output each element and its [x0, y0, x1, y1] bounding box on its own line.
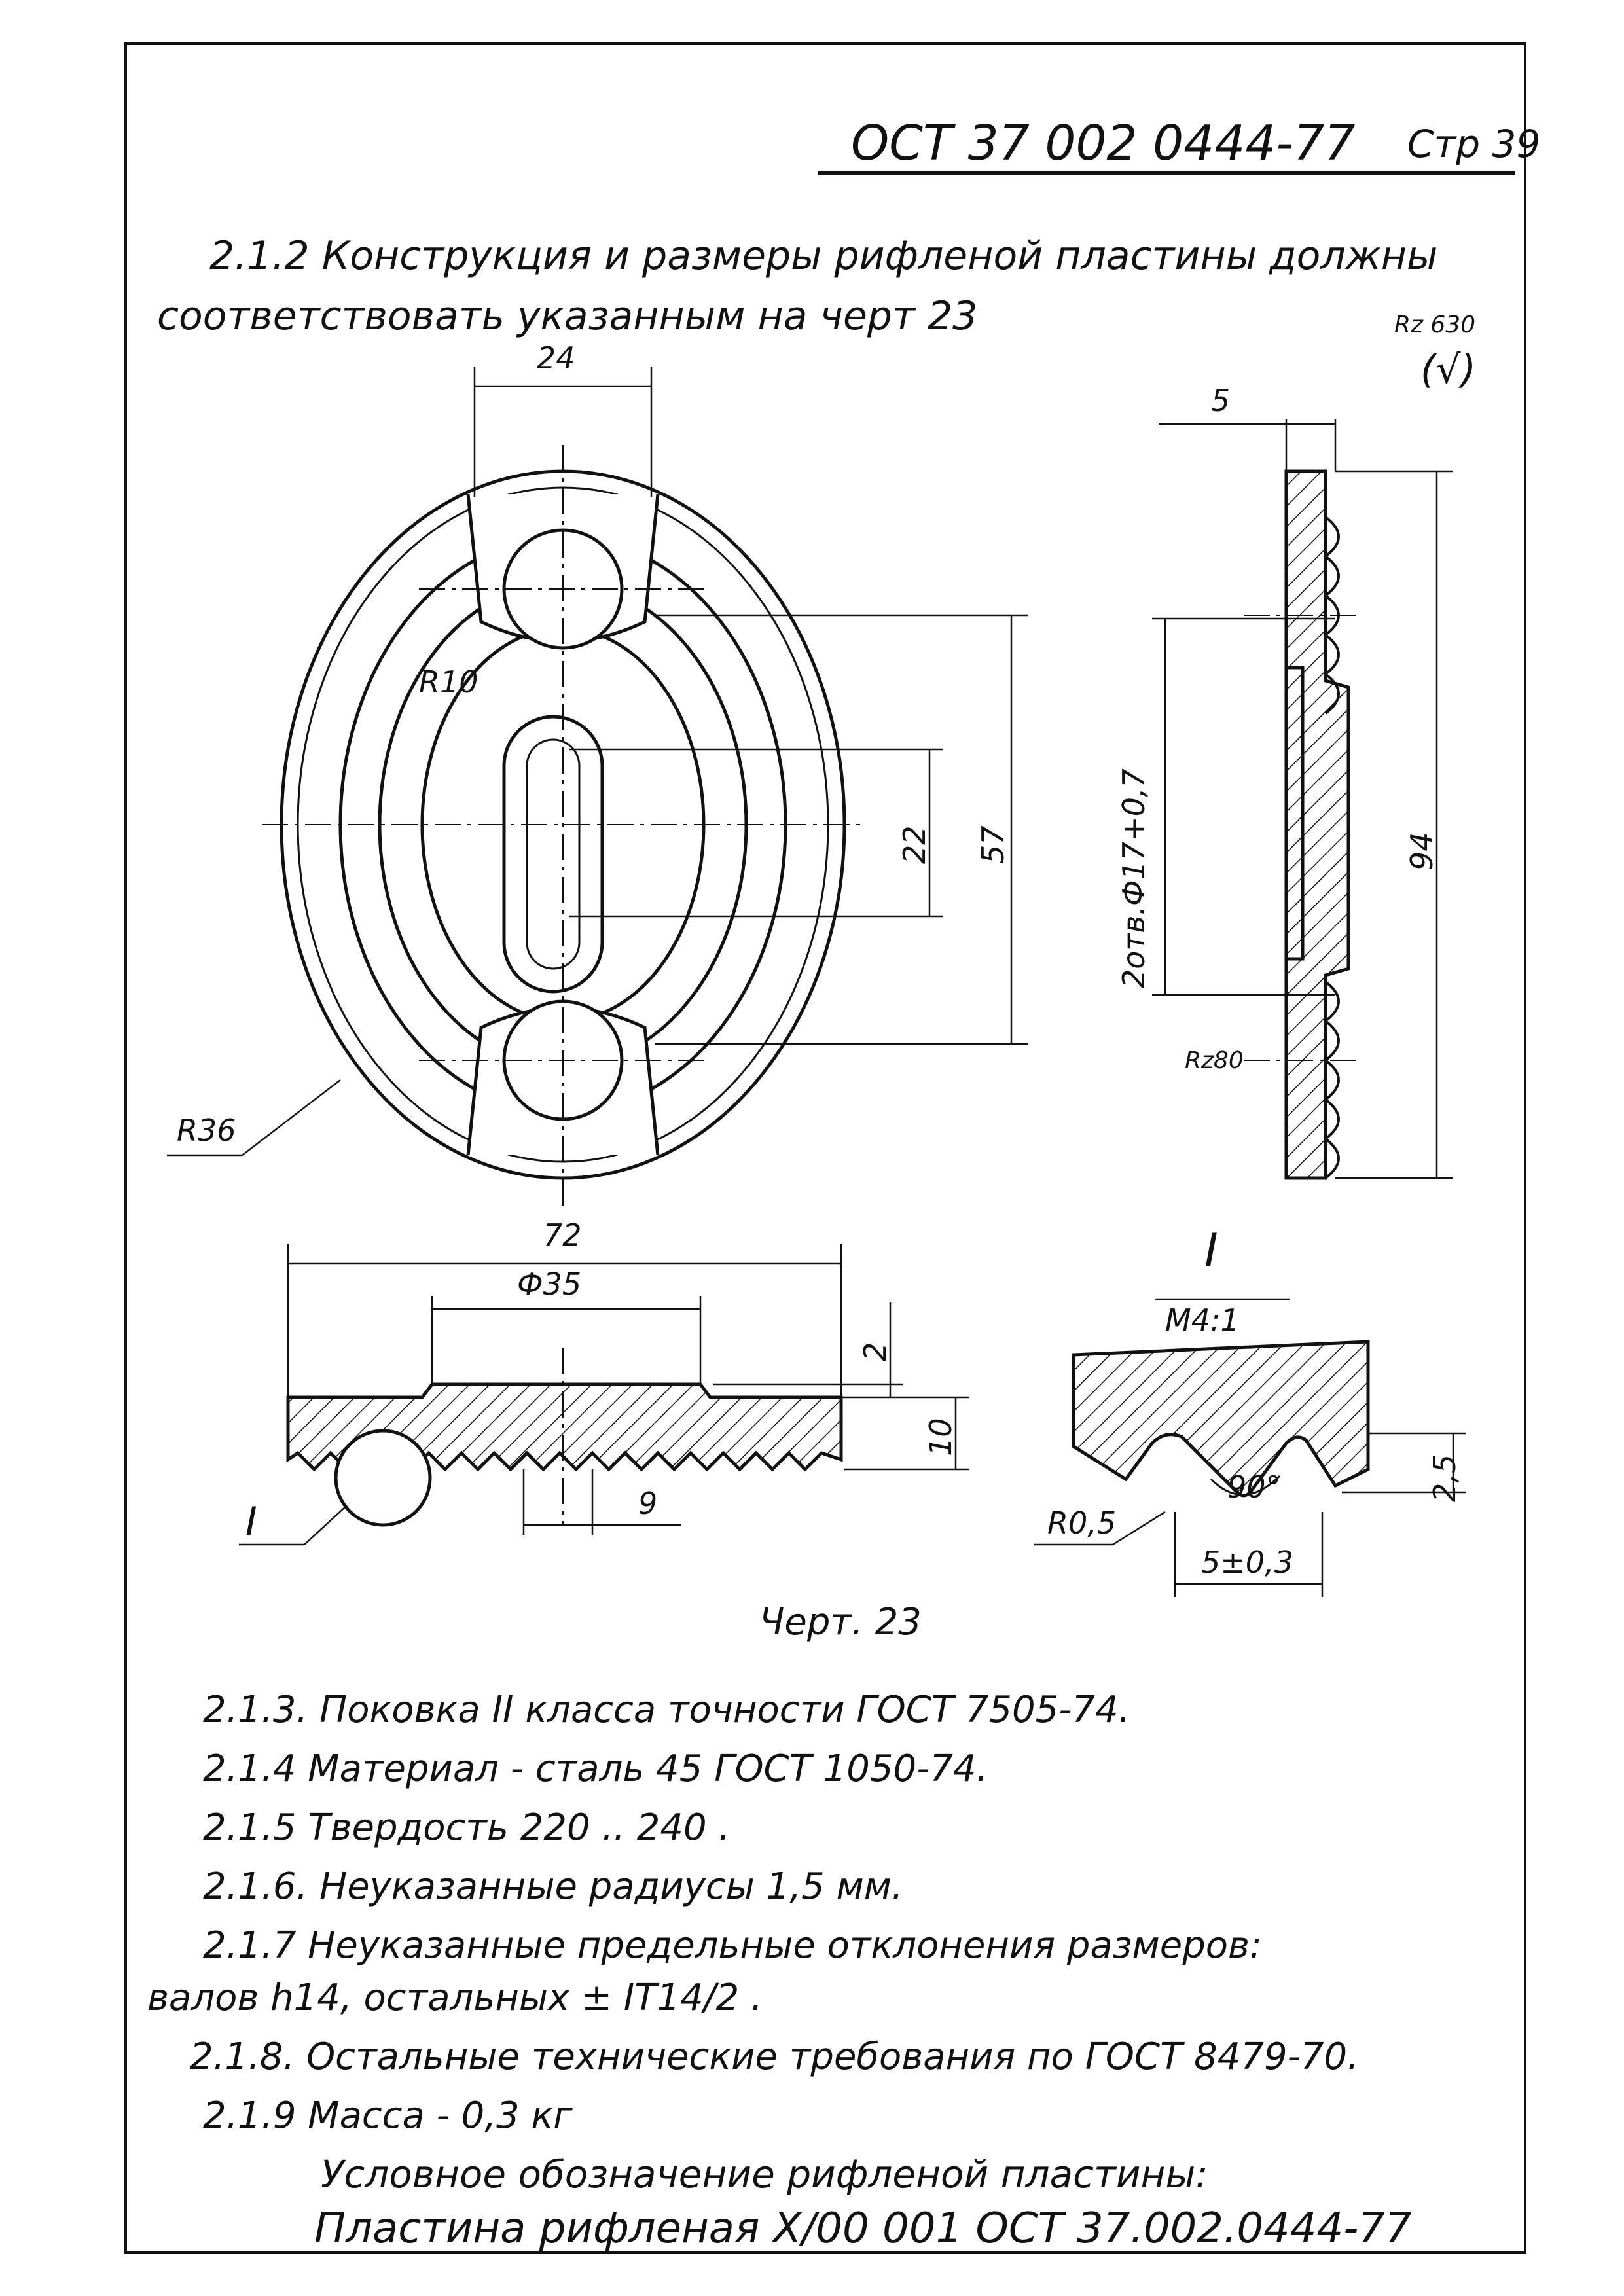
intro-line-2: соответствовать указанным на черт 23 — [157, 293, 978, 339]
designation-label: Условное обозначение рифленой пластины: — [321, 2152, 1208, 2197]
detail-angle: 90° — [1227, 1469, 1281, 1505]
spec-line: 2.1.8. Остальные технические требования … — [190, 2036, 1359, 2078]
front-dim-diameter: Ф35 — [517, 1266, 582, 1302]
plan-dim-slot: 22 — [897, 825, 932, 864]
plan-view — [167, 367, 1028, 1211]
detail-radius: R0,5 — [1047, 1505, 1117, 1541]
intro-line-1: 2.1.2 Конструкция и размеры рифленой пла… — [209, 233, 1438, 279]
front-section — [239, 1244, 969, 1546]
page-number: Стр 39 — [1407, 122, 1541, 166]
front-dim-height: 10 — [923, 1418, 958, 1456]
spec-line: 2.1.7 Неуказанные предельные отклонения … — [203, 1924, 1262, 1967]
figure-caption: Черт. 23 — [759, 1601, 922, 1643]
spec-line: 2.1.5 Твердость 220 .. 240 . — [203, 1806, 731, 1849]
front-dim-height-top: 2 — [857, 1342, 893, 1361]
front-detail-ref: I — [245, 1499, 257, 1545]
detail-view — [1034, 1298, 1466, 1597]
roughness-main: Rz 630 — [1394, 312, 1476, 338]
document-code: ОСТ 37 002 0444-77 — [851, 115, 1356, 171]
section-roughness: Rz80 — [1185, 1047, 1244, 1074]
side-dim-holes: 2отв.Ф17+0,7 — [1116, 768, 1151, 988]
plan-dim-width: 24 — [537, 340, 575, 376]
spec-line: 2.1.6. Неуказанные радиусы 1,5 мм. — [203, 1865, 903, 1908]
plan-dim-centers: 57 — [975, 825, 1011, 864]
spec-line: 2.1.4 Материал - сталь 45 ГОСТ 1050-74. — [203, 1748, 988, 1790]
plan-dim-radius-inner: R10 — [419, 664, 478, 700]
side-dim-thickness: 5 — [1211, 383, 1231, 418]
roughness-symbol: (√) — [1420, 347, 1477, 393]
spec-line: валов h14, остальных ± IT14/2 . — [147, 1977, 763, 2019]
detail-scale: М4:1 — [1165, 1302, 1240, 1338]
detail-pitch: 5±0,3 — [1201, 1545, 1293, 1580]
detail-title: I — [1204, 1224, 1218, 1278]
header-underline — [818, 171, 1515, 175]
page-frame — [124, 42, 1526, 2254]
detail-depth: 2,5 — [1427, 1454, 1462, 1502]
designation-value: Пластина рифленая X/00 001 ОСТ 37.002.04… — [314, 2204, 1412, 2253]
spec-line: 2.1.9 Масса - 0,3 кг — [203, 2094, 573, 2137]
front-dim-width: 72 — [543, 1217, 582, 1253]
front-dim-pitch: 9 — [638, 1486, 658, 1521]
side-dim-length: 94 — [1404, 832, 1439, 870]
plan-dim-radius-outer: R36 — [177, 1113, 236, 1148]
spec-line: 2.1.3. Поковка II класса точности ГОСТ 7… — [203, 1689, 1130, 1731]
side-view — [1152, 419, 1453, 1180]
